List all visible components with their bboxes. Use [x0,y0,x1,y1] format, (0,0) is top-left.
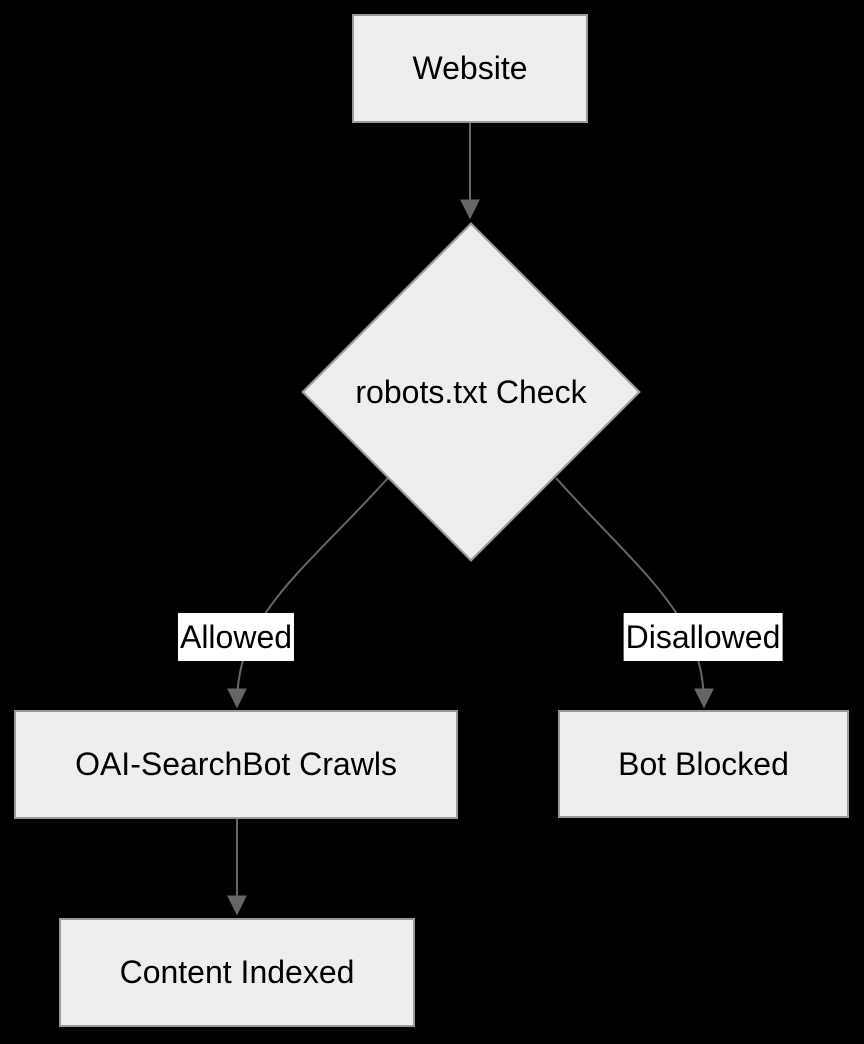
node-robots-check-label: robots.txt Check [355,373,587,410]
node-bot-blocked: Bot Blocked [558,710,849,818]
node-bot-blocked-label: Bot Blocked [618,745,789,782]
node-robots-check-label-wrap: robots.txt Check [301,222,641,562]
edge-label-allowed: Allowed [177,613,295,661]
edge-check-to-blocked [555,477,714,709]
node-website: Website [352,14,588,123]
edge-label-disallowed: Disallowed [623,613,783,661]
node-content-indexed: Content Indexed [59,918,415,1027]
node-content-indexed-label: Content Indexed [119,954,355,990]
edge-check-to-oai [227,477,389,709]
node-oai-searchbot-crawls: OAI-SearchBot Crawls [14,710,458,819]
node-website-label: Website [412,50,528,86]
node-oai-searchbot-crawls-label: OAI-SearchBot Crawls [75,746,397,782]
